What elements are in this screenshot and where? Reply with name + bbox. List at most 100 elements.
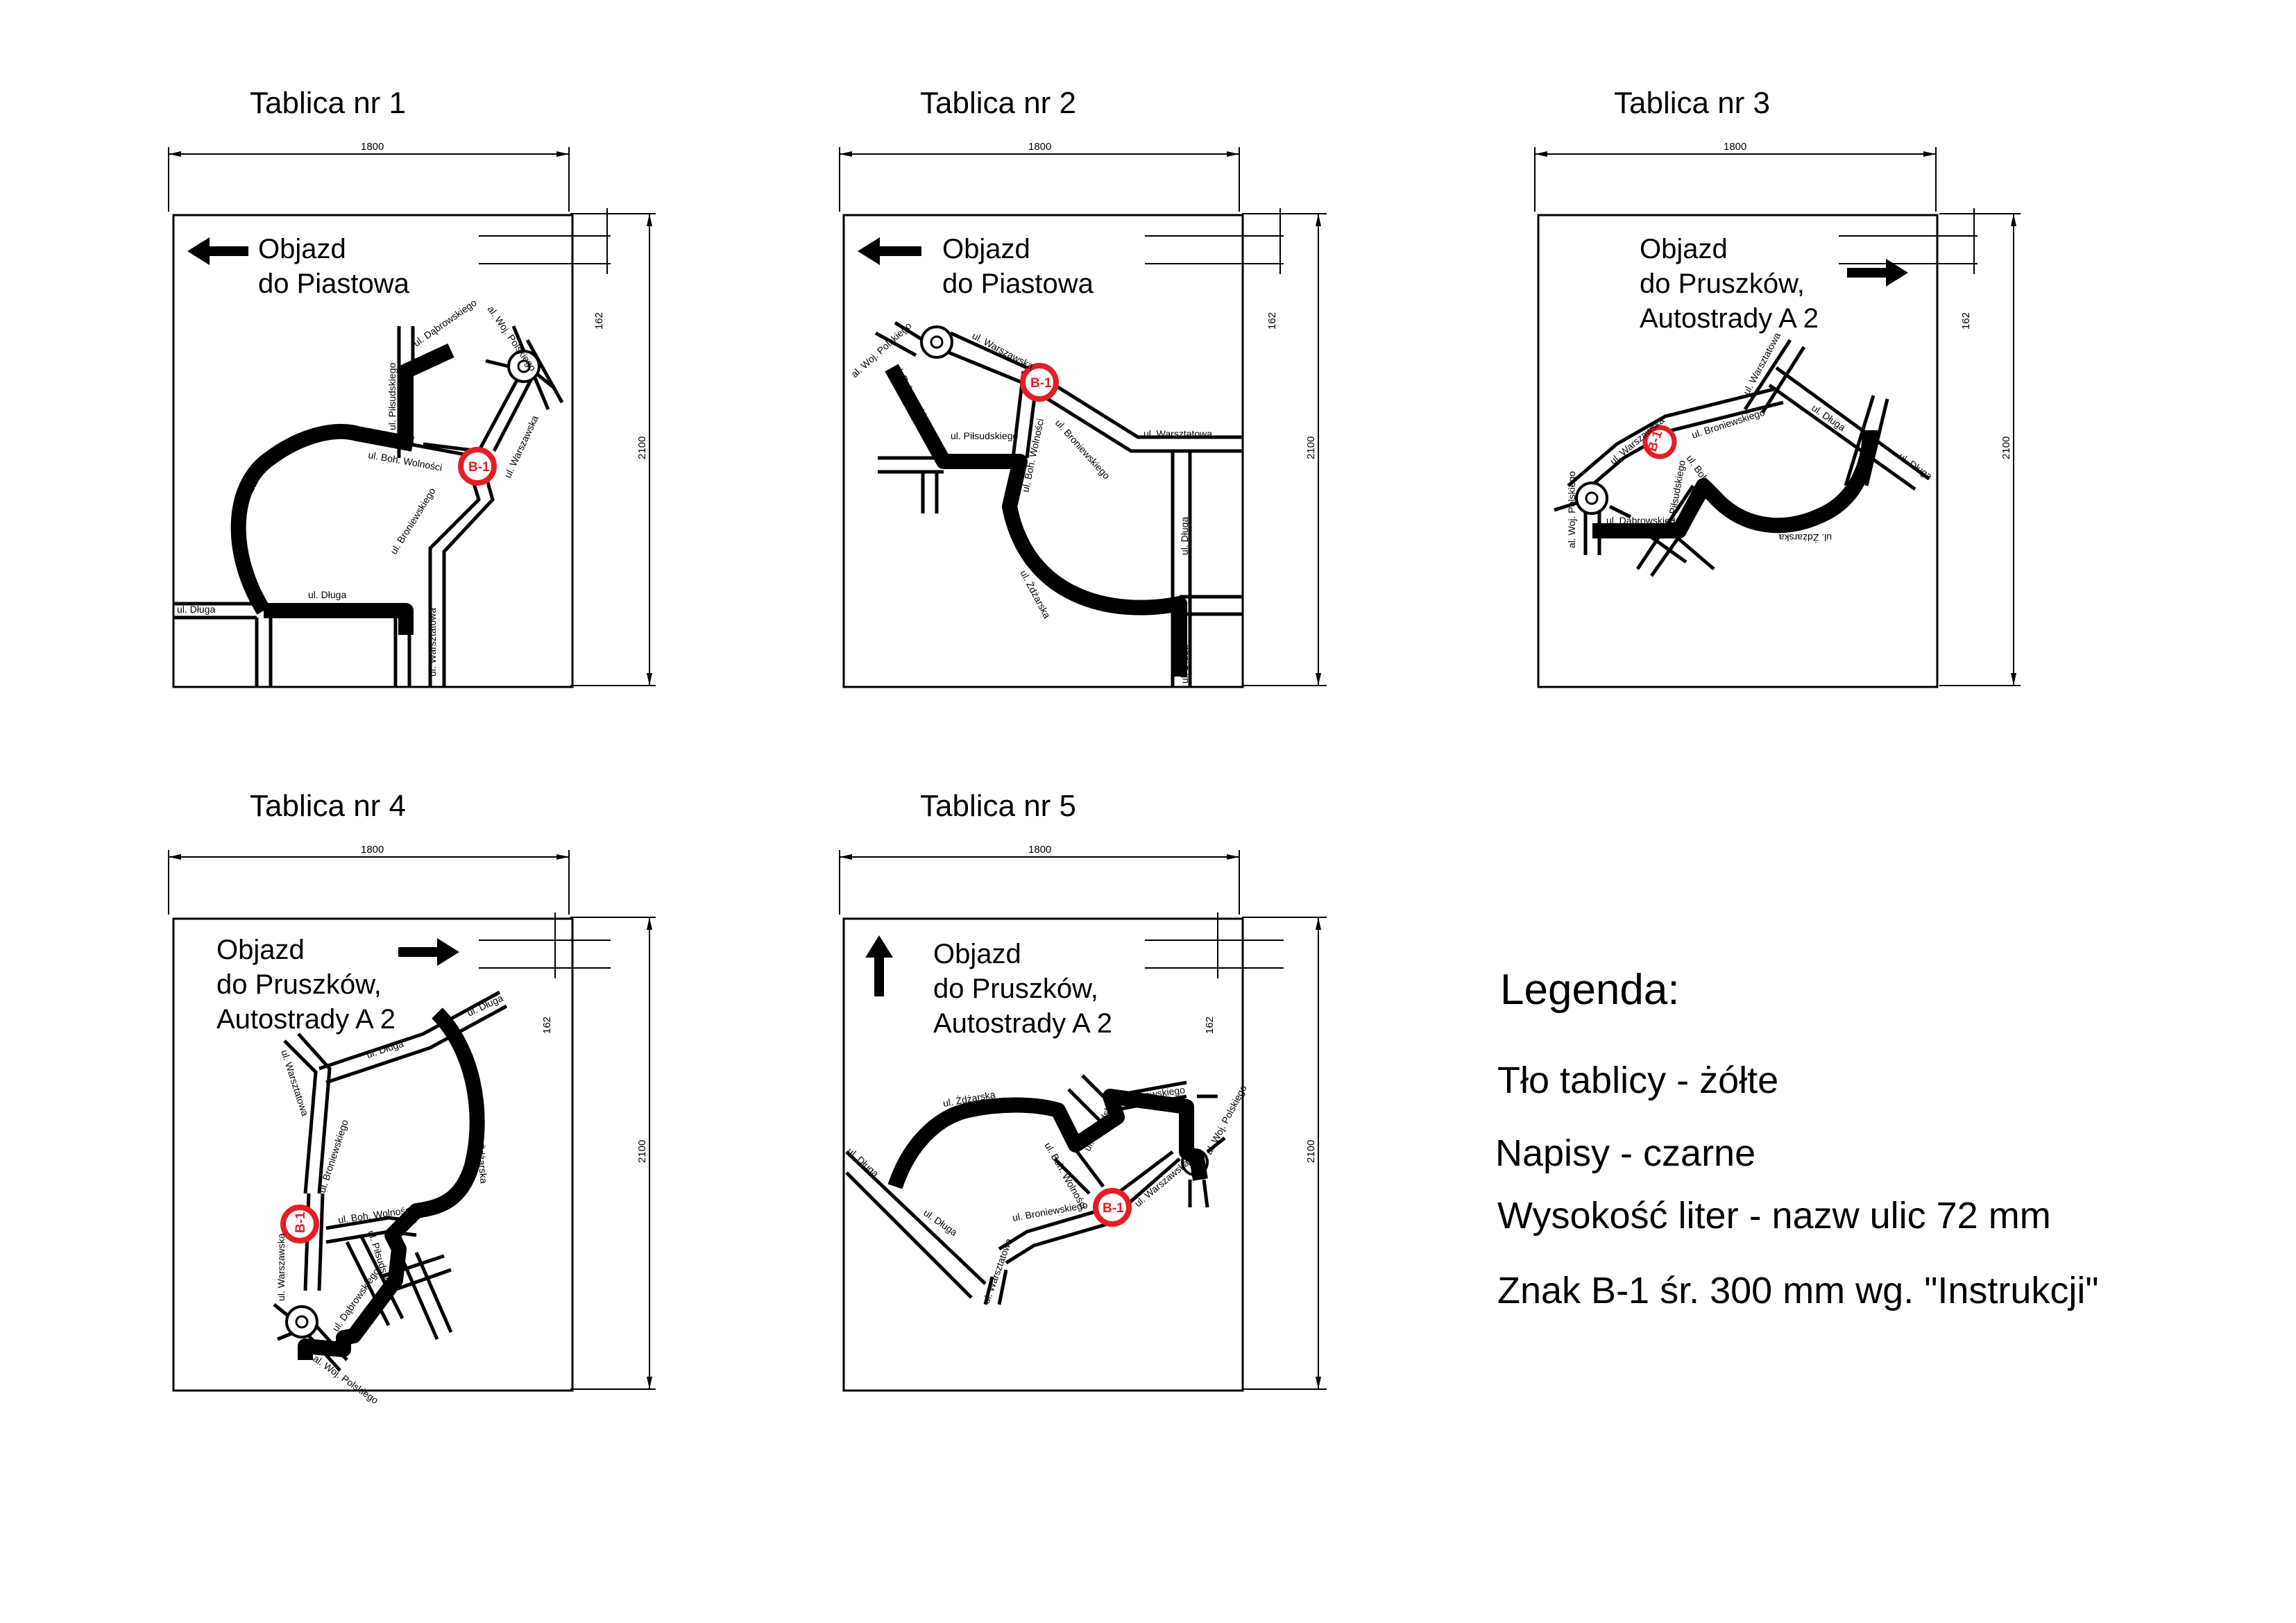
- board-1-detour-route: [230, 424, 415, 635]
- board-2-title: Tablica nr 2: [920, 86, 1076, 120]
- board-4-height-label: 2100: [636, 1140, 648, 1163]
- board-2-left-arrow-icon: [858, 237, 921, 265]
- board-1-message-line-1: Objazd: [258, 234, 346, 264]
- board-3-street-dluga-2: ul. Długa: [1896, 450, 1934, 482]
- legend-line-1: Tło tablicy - żółte: [1497, 1060, 1778, 1101]
- legend-heading: Legenda:: [1500, 966, 1680, 1014]
- board-1-width-label: 1800: [361, 141, 384, 153]
- board-4-road-network: [273, 990, 508, 1372]
- board-1-street-dabrowskiego: ul. Dąbrowskiego: [411, 297, 479, 349]
- board-2-message-line-1: Objazd: [942, 234, 1030, 264]
- board-1-street-boh: ul. Boh. Wolności: [367, 449, 443, 473]
- board-2-b1-sign: B-1: [1020, 363, 1059, 402]
- board-5-height-dimension: 2100 162: [1145, 912, 1327, 1390]
- board-2-street-warsztatowa: ul. Warsztatowa: [1143, 428, 1212, 439]
- board-2-street-dluga-lower: ul. Długa: [1179, 645, 1190, 683]
- board-2-message-line-2: do Piastowa: [942, 269, 1094, 299]
- board-1-road-network: [173, 325, 564, 687]
- board-1-detour-route-upper: [398, 343, 454, 444]
- board-3-detour-route: [1592, 430, 1878, 538]
- board-4: Tablica nr 4 1800 2100 162 Objazd do Pru…: [168, 789, 656, 1406]
- board-3-offset-label: 162: [1960, 312, 1972, 330]
- board-2-width-dimension: 1800: [839, 141, 1240, 212]
- legend-line-2: Napisy - czarne: [1495, 1132, 1755, 1174]
- board-4-b1-sign: B-1: [280, 1205, 319, 1243]
- board-5-height-label: 2100: [1305, 1140, 1317, 1163]
- board-4-street-dluga-2: ul. Długa: [466, 992, 505, 1019]
- legend-line-3: Wysokość liter - nazw ulic 72 mm: [1497, 1195, 2051, 1237]
- board-1-b1-label: B-1: [468, 460, 490, 475]
- board-4-title: Tablica nr 4: [250, 789, 406, 823]
- board-5-detour-route: [887, 1089, 1208, 1189]
- legend-line-4: Znak B-1 śr. 300 mm wg. "Instrukcji": [1497, 1270, 2099, 1311]
- board-2-street-dluga-upper: ul. Długa: [1179, 517, 1190, 555]
- board-4-width-dimension: 1800: [168, 844, 570, 915]
- board-5-street-bronie: ul. Broniewskiego: [1012, 1199, 1089, 1223]
- board-3-title: Tablica nr 3: [1614, 86, 1770, 120]
- board-1-height-dimension: 2100 162: [479, 208, 656, 686]
- board-3-message-line-1: Objazd: [1640, 234, 1728, 264]
- board-1-street-bronie: ul. Broniewskiego: [388, 486, 438, 556]
- board-5-street-warsztatowa: ul. Warsztatowa: [980, 1237, 1014, 1305]
- board-4-panel: [172, 917, 574, 1392]
- board-5-street-dluga: ul. Długa: [921, 1207, 960, 1238]
- board-5-panel: [842, 917, 1244, 1392]
- board-3-width-dimension: 1800: [1534, 141, 1937, 212]
- board-4-message-line-1: Objazd: [216, 935, 305, 965]
- board-4-b1-label: B-1: [294, 1212, 308, 1233]
- board-2-street-pilsudskiego: ul. Piłsudskiego: [951, 430, 1018, 441]
- board-1-height-label: 2100: [636, 436, 648, 459]
- board-3-panel: [1537, 214, 1939, 688]
- board-4-street-zdzarska: ul. Żdżarska: [474, 1130, 491, 1184]
- board-4-street-warszawska: ul. Warszawska: [275, 1233, 287, 1301]
- board-3-right-arrow-icon: [1847, 259, 1908, 287]
- board-4-message-line-3: Autostrady A 2: [216, 1004, 396, 1035]
- board-5-message-line-2: do Pruszków,: [933, 974, 1098, 1004]
- board-3-road-network: [1554, 339, 1930, 577]
- board-2-b1-label: B-1: [1030, 376, 1052, 391]
- board-2-offset-label: 162: [1266, 312, 1278, 330]
- board-3-height-dimension: 2100 162: [1839, 208, 2021, 686]
- board-1-offset-label: 162: [593, 312, 605, 330]
- board-3-b1-sign: B-1: [1642, 425, 1677, 459]
- board-4-height-dimension: 2100 162: [479, 912, 656, 1390]
- board-5-message-line-3: Autostrady A 2: [933, 1008, 1112, 1039]
- board-3-street-wp: al. Woj. Polskiego: [1566, 471, 1577, 548]
- board-5-b1-sign: B-1: [1093, 1188, 1132, 1227]
- board-3-width-label: 1800: [1724, 141, 1746, 153]
- board-1-street-dluga-left: ul. Długa: [177, 604, 215, 615]
- board-5-up-arrow-icon: [865, 935, 893, 996]
- board-1-street-pilsudskiego: ul. Piłsudskiego: [386, 363, 398, 430]
- board-4-width-label: 1800: [361, 844, 384, 856]
- legend: Legenda: Tło tablicy - żółte Napisy - cz…: [1495, 966, 2099, 1311]
- board-5-street-dluga-left: ul. Długa: [845, 1145, 881, 1179]
- board-2-road-network: [874, 321, 1242, 687]
- board-5-message-line-1: Objazd: [933, 939, 1021, 969]
- board-5-offset-label: 162: [1204, 1017, 1216, 1034]
- board-5-title: Tablica nr 5: [920, 789, 1076, 823]
- board-3-height-label: 2100: [2000, 436, 2012, 459]
- board-1-width-dimension: 1800: [168, 141, 570, 212]
- board-3: Tablica nr 3 1800 2100 162 Objazd do Pru…: [1534, 86, 2021, 688]
- board-1-street-warsztatowa: ul. Warsztatowa: [427, 608, 438, 677]
- board-4-detour-route: [298, 1008, 485, 1360]
- board-2-panel: [842, 214, 1244, 688]
- board-2-width-label: 1800: [1028, 141, 1051, 153]
- board-1-street-dluga: ul. Długa: [308, 589, 346, 600]
- board-1-title: Tablica nr 1: [250, 86, 406, 120]
- board-4-offset-label: 162: [541, 1017, 553, 1034]
- board-5-width-label: 1800: [1028, 844, 1051, 856]
- board-5: Tablica nr 5 1800 2100 162 Objazd do Pru…: [839, 789, 1327, 1392]
- board-1-b1-sign: B-1: [458, 447, 497, 486]
- board-5-width-dimension: 1800: [839, 844, 1240, 915]
- board-2-height-dimension: 2100 162: [1145, 208, 1327, 686]
- board-4-street-warsztatowa: ul. Warsztatowa: [279, 1048, 311, 1117]
- board-2-street-bronie: ul. Broniewskiego: [1053, 417, 1112, 481]
- board-1: Tablica nr 1 1800 2100 162 Objazd do Pia…: [168, 86, 656, 688]
- board-1-message-line-2: do Piastowa: [258, 269, 410, 299]
- board-2: Tablica nr 2 1800 2100 162 Objazd do Pia…: [839, 86, 1327, 688]
- board-3-message-line-3: Autostrady A 2: [1640, 303, 1819, 334]
- board-3-message-line-2: do Pruszków,: [1640, 269, 1805, 299]
- board-5-street-warszawska: ul. Warszawska: [1132, 1157, 1191, 1209]
